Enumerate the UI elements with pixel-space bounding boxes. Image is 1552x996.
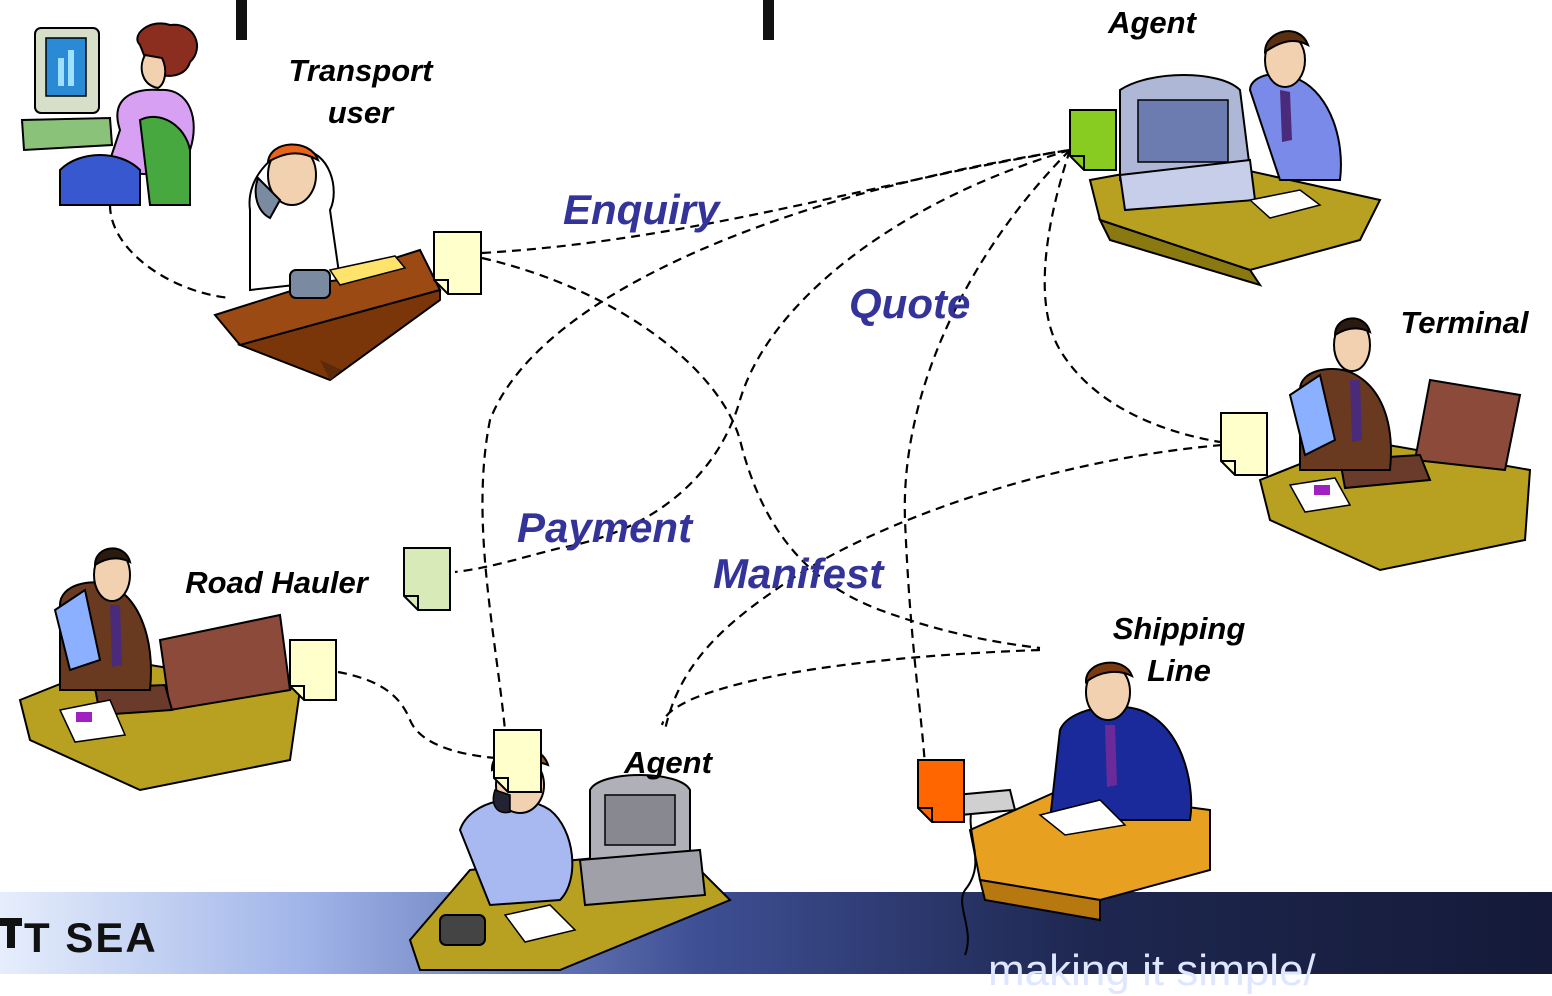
footer-tagline: making it simple/ — [988, 946, 1316, 995]
document-icon-agent-bottom — [493, 729, 542, 793]
role-label-transport-user: Transport user — [288, 53, 433, 130]
message-label-manifest: Manifest — [713, 550, 884, 597]
message-label-quote: Quote — [849, 280, 971, 327]
document-icon-agent-top — [1069, 109, 1117, 171]
road-hauler-clipart — [18, 547, 302, 792]
connection-agent-top-to-agent-bottom — [481, 148, 1071, 731]
agent-top-clipart — [1088, 30, 1382, 287]
connection-agent-top-to-terminal — [1043, 149, 1221, 444]
terminal-clipart — [1258, 317, 1532, 572]
shipping-line-clipart — [953, 661, 1211, 956]
role-label-terminal: Terminal — [1400, 305, 1529, 340]
footer-logo-mark — [0, 918, 22, 948]
connection-agent-top-to-shipping-line-doc — [903, 149, 1071, 766]
top-bar-right — [763, 0, 774, 40]
transport-user-clipart — [213, 143, 442, 382]
role-label-agent-top: Agent — [1108, 5, 1196, 40]
document-icon-transport-user — [433, 231, 482, 295]
role-label-agent-bottom: Agent — [624, 745, 712, 780]
user-at-computer-clipart — [20, 22, 199, 206]
document-icon-road-hauler-desk — [289, 639, 337, 701]
document-icon-shipping-line — [917, 759, 965, 823]
agent-bottom-clipart — [408, 746, 732, 971]
role-label-road-hauler: Road Hauler — [185, 565, 368, 600]
footer-logo-text: T SEA — [24, 914, 158, 961]
connection-terminal-to-agent-bottom — [663, 443, 1223, 731]
connections — [108, 148, 1223, 766]
footer-banner — [0, 892, 1552, 974]
top-bar-left — [236, 0, 247, 40]
document-icons — [289, 109, 1268, 823]
connection-road-hauler-to-agent-bottom — [337, 670, 497, 760]
document-icon-road-hauler — [403, 547, 451, 611]
document-icon-terminal — [1220, 412, 1268, 476]
connection-shipping-line-to-agent-bottom — [660, 648, 1041, 726]
message-label-payment: Payment — [517, 504, 693, 551]
role-label-shipping-line: Shipping Line — [1112, 611, 1246, 688]
connection-agent-top-to-road-hauler — [454, 148, 1071, 574]
network-diagram — [0, 0, 1552, 974]
connection-user-computer-to-transport-user — [108, 204, 231, 300]
message-label-enquiry: Enquiry — [563, 186, 720, 233]
